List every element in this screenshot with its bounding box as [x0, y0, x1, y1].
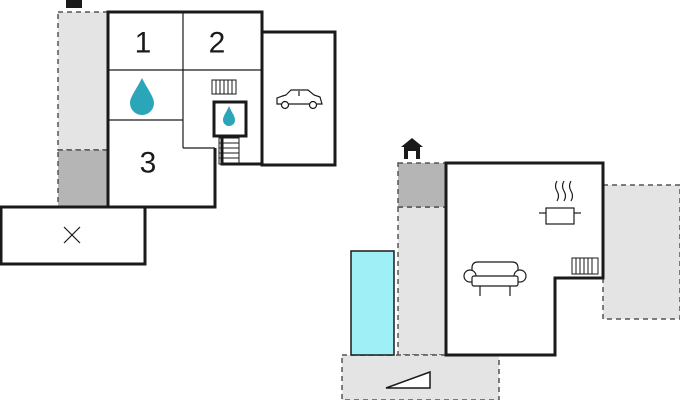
- outdoor-area-right-side: [602, 184, 680, 320]
- house-marker-left: [66, 0, 82, 8]
- pool: [350, 250, 395, 356]
- bedroom-2-label: 2: [209, 27, 226, 60]
- covered-terrace-left: [57, 149, 109, 208]
- bedroom-1-label: 1: [135, 27, 152, 60]
- water-drop-icon: [223, 106, 235, 126]
- cross-icon: [63, 226, 81, 244]
- sunlounger-icon: [385, 370, 431, 389]
- radiator-icon: [571, 257, 599, 275]
- stairs-icon: [218, 137, 240, 165]
- covered-terrace-right: [397, 162, 447, 208]
- bedroom-3-label: 3: [140, 147, 157, 180]
- right-building: [444, 161, 605, 357]
- garage: [260, 30, 337, 167]
- bathroom-2: [212, 100, 248, 138]
- radiator-icon: [211, 79, 237, 95]
- outdoor-area-right-left: [397, 206, 447, 356]
- car-icon: [276, 89, 323, 110]
- cooking-pot-icon: [539, 180, 581, 225]
- house-icon: [401, 138, 423, 159]
- water-drop-icon: [130, 78, 154, 115]
- sofa-icon: [463, 261, 527, 296]
- left-building-inner-walls: [108, 12, 262, 149]
- outdoor-area-left: [57, 11, 109, 151]
